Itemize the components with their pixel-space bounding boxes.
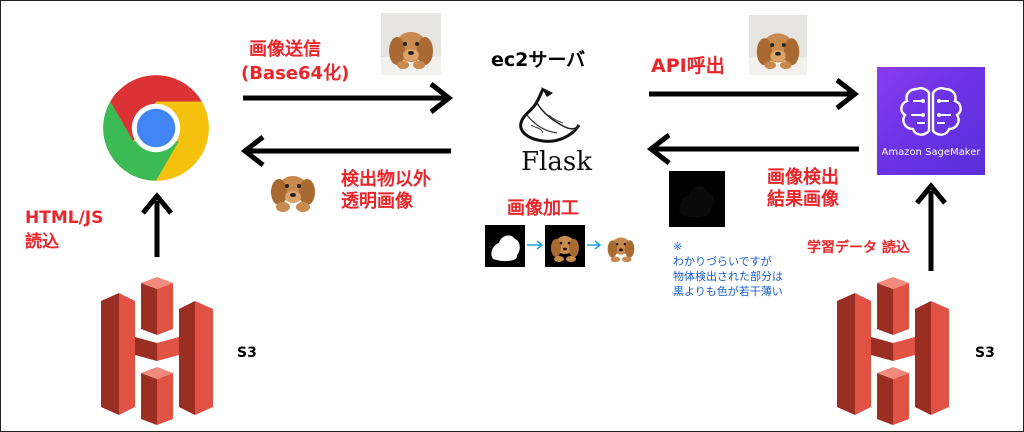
brain-icon <box>900 87 962 136</box>
html-js-line2: 読込 <box>25 232 59 252</box>
mask-shape-icon <box>491 235 520 262</box>
masked-dog-image <box>545 225 585 267</box>
flask-wordmark: Flask <box>521 147 592 177</box>
detection-mask-icon <box>679 186 714 217</box>
mask-image <box>485 225 525 267</box>
transparent-line2: 透明画像 <box>341 191 413 212</box>
html-js-line1: HTML/JS <box>25 208 104 228</box>
ec2-server-label: ec2サーバ <box>491 49 586 71</box>
dog-cutout-icon <box>271 176 315 212</box>
detect-line1: 画像検出 <box>767 167 839 188</box>
s3-right-label: S3 <box>975 345 995 361</box>
send-image-sub-label: (Base64化) <box>241 63 350 84</box>
s3-bucket-icon-left <box>101 277 213 425</box>
html-js-label: HTML/JS 読込 <box>25 206 103 254</box>
sagemaker-label: Amazon SageMaker <box>881 147 981 158</box>
dog-photo-icon <box>381 13 441 75</box>
dog-photo-api <box>749 15 807 75</box>
transparent-image-label: 検出物以外 透明画像 <box>341 169 431 213</box>
note-line2: 物体検出された部分は <box>673 270 783 283</box>
chrome-icon <box>103 75 209 181</box>
send-image-line1: 画像送信 <box>249 39 321 60</box>
note-line1: わかりづらいですが <box>673 255 772 268</box>
transparent-line1: 検出物以外 <box>341 169 431 190</box>
dog-photo-send <box>381 13 441 75</box>
s3-bucket-icon-right <box>837 277 949 425</box>
s3-left-label: S3 <box>237 345 257 361</box>
note-line3: 黒よりも色が若干薄い <box>673 285 783 298</box>
detection-result-image <box>669 171 725 227</box>
dog-photo-icon <box>749 15 807 75</box>
send-image-label: 画像送信 <box>249 39 321 61</box>
note-text: ※ わかりづらいですが 物体検出された部分は 黒よりも色が若干薄い <box>673 239 783 299</box>
training-data-label: 学習データ 読込 <box>807 240 910 256</box>
detect-line2: 結果画像 <box>767 189 839 210</box>
image-processing-label: 画像加工 <box>507 198 579 219</box>
api-call-label: API呼出 <box>651 55 725 77</box>
flask-icon <box>519 87 581 143</box>
detection-result-label: 画像検出 結果画像 <box>767 167 839 211</box>
dog-photo-icon <box>551 236 579 262</box>
note-mark: ※ <box>673 240 683 253</box>
result-dog-icon <box>607 237 635 263</box>
sagemaker-icon: Amazon SageMaker <box>877 67 985 175</box>
